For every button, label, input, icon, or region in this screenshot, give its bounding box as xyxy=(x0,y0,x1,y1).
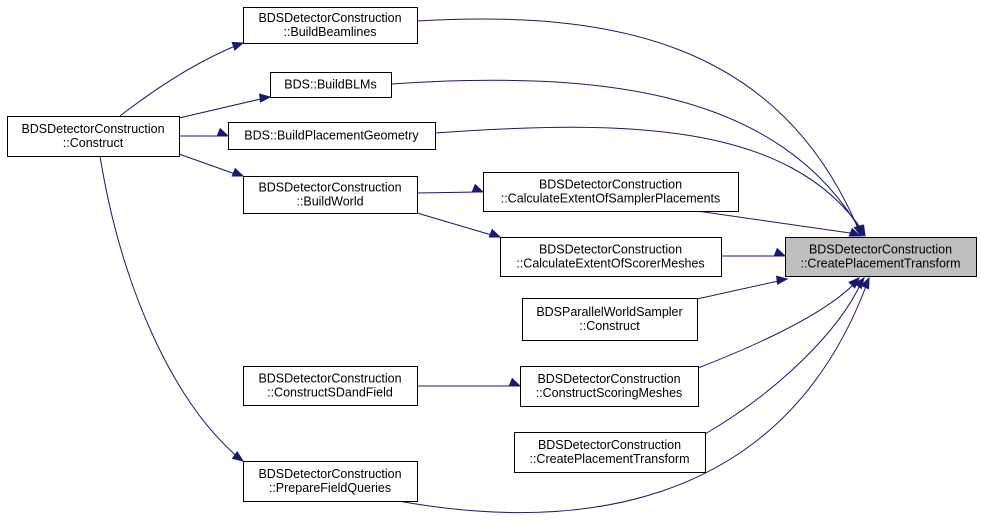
node-box xyxy=(243,366,418,406)
node-box xyxy=(514,432,706,473)
node-create-placement-transform-main[interactable]: BDSDetectorConstruction::CreatePlacement… xyxy=(785,237,977,277)
arrowhead-icon xyxy=(259,93,272,103)
node-label-class: BDS::BuildPlacementGeometry xyxy=(244,129,419,143)
node-label-class: BDSDetectorConstruction xyxy=(537,372,680,386)
node-label-method: ::CreatePlacementTransform xyxy=(529,452,689,466)
node-box xyxy=(520,366,699,407)
node-label-method: ::BuildWorld xyxy=(296,195,363,209)
node-label-class: BDSDetectorConstruction xyxy=(538,438,681,452)
node-build-blms[interactable]: BDS::BuildBLMs xyxy=(270,72,392,98)
edge-line xyxy=(416,191,479,194)
arrowhead-icon xyxy=(231,41,245,51)
edge-construct-to-build-placement-geometry xyxy=(179,127,230,137)
edge-line xyxy=(119,43,241,117)
node-label-method: ::CalculateExtentOfSamplerPlacements xyxy=(501,192,721,206)
node-label-class: BDSDetectorConstruction xyxy=(258,181,401,195)
node-label-class: BDSDetectorConstruction xyxy=(539,243,682,257)
arrowhead-icon xyxy=(471,183,485,193)
edge-prepare-field-queries-to-create-placement-transform-main xyxy=(397,276,870,514)
edge-line xyxy=(178,153,239,176)
edge-build-world-to-calculate-extent-of-scorer-meshes xyxy=(416,212,502,238)
node-label-class: BDSDetectorConstruction xyxy=(21,122,164,136)
node-build-world[interactable]: BDSDetectorConstruction::BuildWorld xyxy=(243,176,418,214)
node-label-method: ::ConstructSDandField xyxy=(267,386,393,400)
node-label-class: BDSDetectorConstruction xyxy=(258,11,401,25)
node-label-method: ::ConstructScoringMeshes xyxy=(536,386,683,400)
node-box xyxy=(785,237,977,277)
edge-parallel-world-sampler-construct-to-create-placement-transform-main xyxy=(696,275,789,300)
node-box xyxy=(500,237,722,277)
edge-line xyxy=(704,280,863,435)
node-box xyxy=(228,122,436,150)
edge-build-world-to-calculate-extent-of-sampler-placements xyxy=(416,183,485,194)
node-label-class: BDSDetectorConstruction xyxy=(258,467,401,481)
edge-line xyxy=(434,126,865,234)
edges-layer xyxy=(99,18,870,514)
node-construct-scoring-meshes[interactable]: BDSDetectorConstruction::ConstructScorin… xyxy=(520,366,699,407)
edge-line xyxy=(416,18,861,234)
node-build-beamlines[interactable]: BDSDetectorConstruction::BuildBeamlines xyxy=(243,7,418,44)
node-construct-sd-and-field[interactable]: BDSDetectorConstruction::ConstructSDandF… xyxy=(243,366,418,406)
edge-construct-scoring-meshes-to-create-placement-transform-main xyxy=(697,277,860,369)
arrowhead-icon xyxy=(231,167,245,177)
node-calculate-extent-of-scorer-meshes[interactable]: BDSDetectorConstruction::CalculateExtent… xyxy=(500,237,722,277)
arrowhead-icon xyxy=(848,227,862,237)
edge-line xyxy=(696,279,784,300)
edge-construct-sd-and-field-to-construct-scoring-meshes xyxy=(417,377,522,387)
arrowhead-icon xyxy=(776,275,789,285)
edge-build-blms-to-create-placement-transform-main xyxy=(390,79,864,238)
arrowhead-icon xyxy=(488,228,502,238)
edge-line xyxy=(99,155,241,460)
edge-construct-to-build-blms xyxy=(178,93,272,119)
node-label-method: ::CreatePlacementTransform xyxy=(800,257,960,271)
node-construct[interactable]: BDSDetectorConstruction::Construct xyxy=(7,116,180,157)
node-label-method: ::PrepareFieldQueries xyxy=(269,481,391,495)
arrowhead-icon xyxy=(773,247,787,257)
edge-calculate-extent-of-scorer-meshes-to-create-placement-transform-main xyxy=(721,247,787,257)
node-label-class: BDSParallelWorldSampler xyxy=(536,305,682,319)
edge-calculate-extent-of-sampler-placements-to-create-placement-transform-main xyxy=(696,210,862,237)
node-label-method: ::Construct xyxy=(63,136,124,150)
node-box xyxy=(7,116,180,157)
node-create-placement-transform-caller[interactable]: BDSDetectorConstruction::CreatePlacement… xyxy=(514,432,706,473)
node-prepare-field-queries[interactable]: BDSDetectorConstruction::PrepareFieldQue… xyxy=(243,461,418,502)
node-box xyxy=(243,461,418,502)
node-box xyxy=(270,72,392,98)
node-parallel-world-sampler-construct[interactable]: BDSParallelWorldSampler::Construct xyxy=(522,298,698,341)
node-box xyxy=(243,176,418,214)
node-label-method: ::CalculateExtentOfScorerMeshes xyxy=(516,257,704,271)
node-box xyxy=(483,172,739,212)
nodes-layer: BDSDetectorConstruction::BuildBeamlinesB… xyxy=(7,7,977,502)
node-label-class: BDSDetectorConstruction xyxy=(539,178,682,192)
arrowhead-icon xyxy=(231,451,245,462)
node-label-class: BDSDetectorConstruction xyxy=(809,243,952,257)
node-box xyxy=(522,298,698,341)
edge-line xyxy=(178,97,266,119)
edge-construct-to-build-beamlines xyxy=(119,41,245,117)
node-label-class: BDS::BuildBLMs xyxy=(284,78,376,92)
node-label-method: ::Construct xyxy=(579,319,640,333)
edge-build-placement-geometry-to-create-placement-transform-main xyxy=(434,126,866,238)
edge-line xyxy=(697,280,858,369)
node-box xyxy=(243,7,418,44)
edge-line xyxy=(397,280,869,514)
edge-construct-to-build-world xyxy=(178,153,245,177)
node-label-class: BDSDetectorConstruction xyxy=(258,372,401,386)
node-build-placement-geometry[interactable]: BDS::BuildPlacementGeometry xyxy=(228,122,436,150)
edge-construct-to-prepare-field-queries xyxy=(99,155,245,462)
edge-line xyxy=(696,210,858,235)
arrowhead-icon xyxy=(508,377,522,387)
arrowhead-icon xyxy=(216,127,230,137)
node-label-method: ::BuildBeamlines xyxy=(283,25,376,39)
edge-line xyxy=(416,212,496,237)
edge-line xyxy=(390,79,863,234)
node-calculate-extent-of-sampler-placements[interactable]: BDSDetectorConstruction::CalculateExtent… xyxy=(483,172,739,212)
arrowhead-icon xyxy=(855,224,866,238)
arrowhead-icon xyxy=(860,276,870,290)
